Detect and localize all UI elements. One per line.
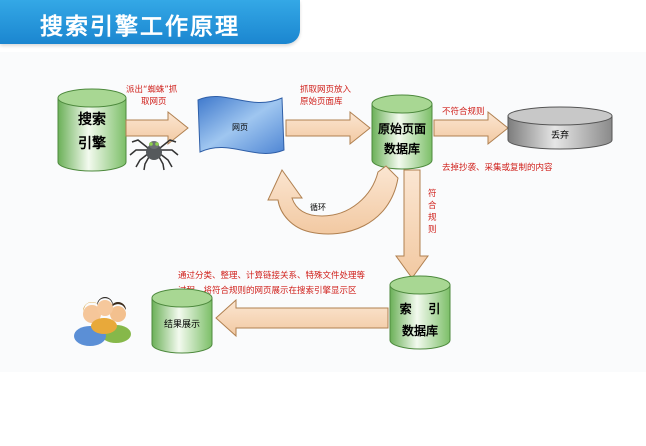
webpage-shape: 网页 [197, 96, 285, 154]
loop-arrow: 循环 [267, 165, 399, 235]
label-loop: 循环 [310, 202, 326, 212]
search-engine-cylinder: 搜索 引擎 [57, 88, 127, 172]
engine-label-2: 引擎 [78, 135, 106, 152]
indexdb-label-1: 索 引 [400, 301, 441, 316]
label-process-desc-1: 通过分类、整理、计算链接关系、特殊文件处理等 [178, 270, 366, 281]
discard-cylinder: 丢弃 [507, 106, 613, 150]
rawdb-label-2: 数据库 [384, 141, 420, 156]
label-fetch-store-1: 抓取网页放入 [300, 84, 352, 95]
indexdb-label-2: 数据库 [402, 323, 438, 338]
label-compliant-3: 规 [428, 212, 437, 223]
label-compliant: 符 合 规 则 [428, 188, 437, 235]
arrow-rawdb-to-discard [433, 110, 509, 146]
label-compliant-4: 则 [428, 224, 437, 235]
arrow-indexdb-to-results [215, 298, 389, 338]
rawdb-label-1: 原始页面 [378, 121, 426, 136]
page-title: 搜索引擎工作原理 [40, 14, 240, 40]
raw-page-db-cylinder: 原始页面 数据库 [371, 94, 433, 170]
label-process-desc-2: 过程，将符合规则的网页展示在搜索引擎显示区 [178, 285, 357, 296]
label-fetch-store-2: 原始页面库 [300, 96, 343, 107]
engine-label-1: 搜索 [78, 111, 106, 128]
index-db-cylinder: 索 引 数据库 [389, 275, 451, 350]
discard-label: 丢弃 [551, 129, 569, 141]
webpage-label: 网页 [232, 123, 248, 132]
arrow-webpage-to-rawdb [285, 110, 371, 146]
arrow-engine-to-webpage [125, 110, 189, 146]
label-compliant-1: 符 [428, 188, 437, 199]
spider-icon [129, 139, 179, 171]
label-send-spider-1: 派出“蜘蛛”抓 [126, 84, 178, 95]
title-banner: 搜索引擎工作原理 [0, 0, 300, 44]
label-compliant-2: 合 [428, 200, 437, 211]
label-send-spider-2: 取网页 [141, 97, 167, 107]
label-remove-dup: 去掉抄袭、采集或复制的内容 [442, 162, 553, 173]
arrow-rawdb-to-indexdb [395, 169, 429, 279]
users-icon [74, 297, 131, 346]
results-label: 结果展示 [164, 318, 200, 330]
results-cylinder: 结果展示 [151, 288, 213, 354]
label-not-compliant: 不符合规则 [442, 106, 485, 117]
